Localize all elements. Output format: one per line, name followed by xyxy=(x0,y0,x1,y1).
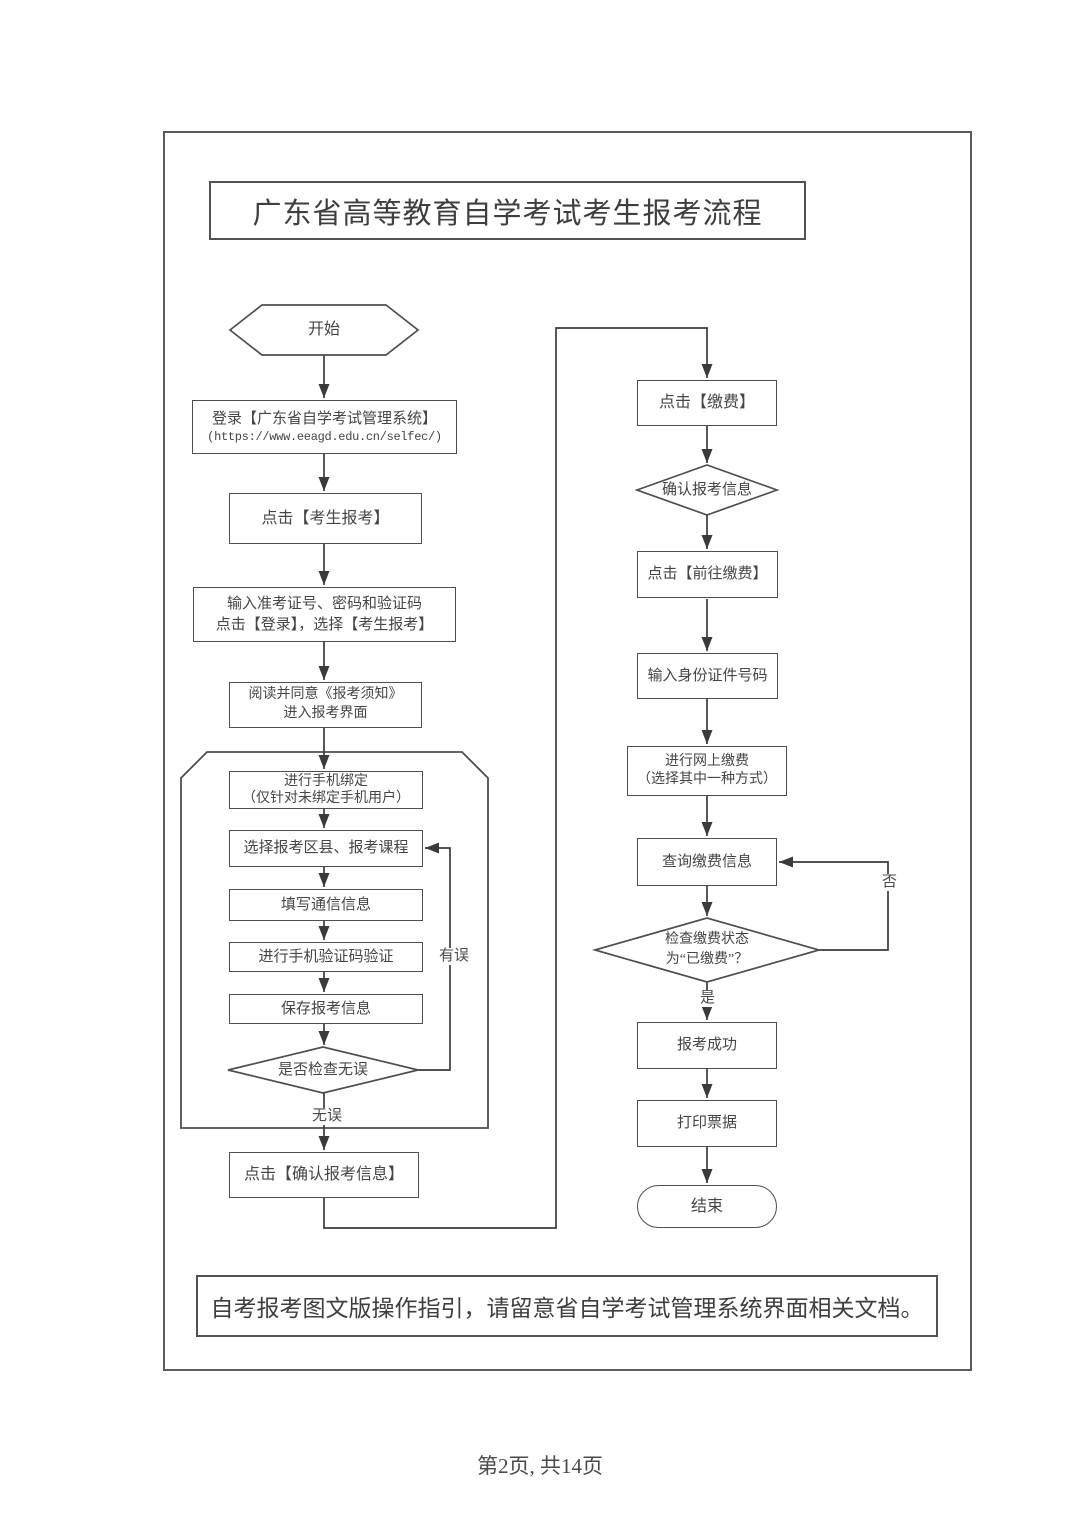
node-check-correct-label: 是否检查无误 xyxy=(277,1061,368,1078)
node-click-candidate-register: 点击【考生报考】 xyxy=(229,493,422,544)
confirm-info-diamond-shape xyxy=(634,464,780,516)
node-read-notice: 阅读并同意《报考须知》 进入报考界面 xyxy=(229,682,422,728)
edge-label-error: 有误 xyxy=(437,948,472,965)
node-check-correct-decision: 是否检查无误 xyxy=(238,1056,408,1084)
connector-lines xyxy=(318,327,889,1229)
flowchart-title: 广东省高等教育自学考试考生报考流程 xyxy=(209,181,806,240)
node-online-payment: 进行网上缴费 （选择其中一种方式） xyxy=(627,746,787,796)
node-bind-phone: 进行手机绑定 （仅针对未绑定手机用户） xyxy=(229,771,423,809)
node-payment-status-line1: 检查缴费状态 xyxy=(665,932,749,948)
node-start: 开始 xyxy=(230,305,418,355)
subprocess-container-shape xyxy=(180,751,489,1129)
node-end: 结束 xyxy=(637,1185,777,1228)
node-enter-id-number-label: 输入身份证件号码 xyxy=(647,667,768,684)
node-enter-credentials-line2: 点击【登录】，选择【考生报考】 xyxy=(215,616,434,633)
node-online-payment-line2: （选择其中一种方式） xyxy=(637,772,777,787)
check-correct-diamond-shape xyxy=(227,1046,419,1094)
node-read-notice-line1: 阅读并同意《报考须知》 xyxy=(248,687,403,703)
node-print-receipt-label: 打印票据 xyxy=(676,1115,737,1132)
node-online-payment-line1: 进行网上缴费 xyxy=(665,753,749,769)
node-click-pay-label: 点击【缴费】 xyxy=(658,394,755,412)
node-sms-verification-label: 进行手机验证码验证 xyxy=(258,948,394,965)
node-click-candidate-register-label: 点击【考生报考】 xyxy=(261,509,390,527)
start-hexagon-shape xyxy=(228,304,420,356)
page-number: 第2页, 共14页 xyxy=(477,1454,603,1478)
node-query-payment-info: 查询缴费信息 xyxy=(637,838,777,886)
node-enter-id-number: 输入身份证件号码 xyxy=(637,653,778,699)
node-registration-success: 报考成功 xyxy=(637,1022,777,1069)
node-sms-verification: 进行手机验证码验证 xyxy=(229,942,423,972)
node-goto-payment-label: 点击【前往缴费】 xyxy=(647,566,768,583)
node-click-pay: 点击【缴费】 xyxy=(637,380,777,426)
node-bind-phone-line1: 进行手机绑定 xyxy=(284,773,368,789)
node-fill-contact-info-label: 填写通信信息 xyxy=(280,896,371,913)
edge-label-correct: 无误 xyxy=(310,1108,345,1125)
node-confirm-registration: 点击【确认报考信息】 xyxy=(229,1152,419,1198)
node-select-district-courses: 选择报考区县、报考课程 xyxy=(229,830,423,867)
node-payment-status-line2: 为“已缴费”？ xyxy=(665,952,749,967)
edge-label-yes: 是 xyxy=(698,990,718,1007)
node-end-label: 结束 xyxy=(690,1197,723,1215)
node-read-notice-line2: 进入报考界面 xyxy=(283,706,368,721)
node-print-receipt: 打印票据 xyxy=(637,1100,777,1147)
node-save-registration-info-label: 保存报考信息 xyxy=(280,1000,371,1017)
payment-status-diamond-shape xyxy=(591,917,823,983)
node-confirm-info-label: 确认报考信息 xyxy=(661,481,752,498)
node-select-district-courses-label: 选择报考区县、报考课程 xyxy=(243,840,409,857)
node-confirm-info-decision: 确认报考信息 xyxy=(642,477,772,503)
node-bind-phone-line2: （仅针对未绑定手机用户） xyxy=(242,791,410,806)
node-login-system: 登录【广东省自学考试管理系统】 (https://www.eeagd.edu.c… xyxy=(192,400,457,454)
node-login-url: (https://www.eeagd.edu.cn/selfec/) xyxy=(207,430,442,445)
node-fill-contact-info: 填写通信信息 xyxy=(229,889,423,921)
node-registration-success-label: 报考成功 xyxy=(676,1037,737,1054)
flowchart-footnote: 自考报考图文版操作指引，请留意省自学考试管理系统界面相关文档。 xyxy=(196,1275,938,1337)
node-enter-credentials: 输入准考证号、密码和验证码 点击【登录】，选择【考生报考】 xyxy=(193,587,456,642)
node-payment-status-decision: 检查缴费状态 为“已缴费”？ xyxy=(627,928,787,972)
edge-label-no: 否 xyxy=(880,874,900,891)
node-login-line1: 登录【广东省自学考试管理系统】 xyxy=(211,410,437,427)
node-save-registration-info: 保存报考信息 xyxy=(229,994,423,1024)
node-query-payment-info-label: 查询缴费信息 xyxy=(661,853,752,870)
node-enter-credentials-line1: 输入准考证号、密码和验证码 xyxy=(226,596,422,613)
node-start-label: 开始 xyxy=(307,321,340,339)
node-confirm-registration-label: 点击【确认报考信息】 xyxy=(243,1166,404,1184)
node-goto-payment: 点击【前往缴费】 xyxy=(637,551,778,598)
